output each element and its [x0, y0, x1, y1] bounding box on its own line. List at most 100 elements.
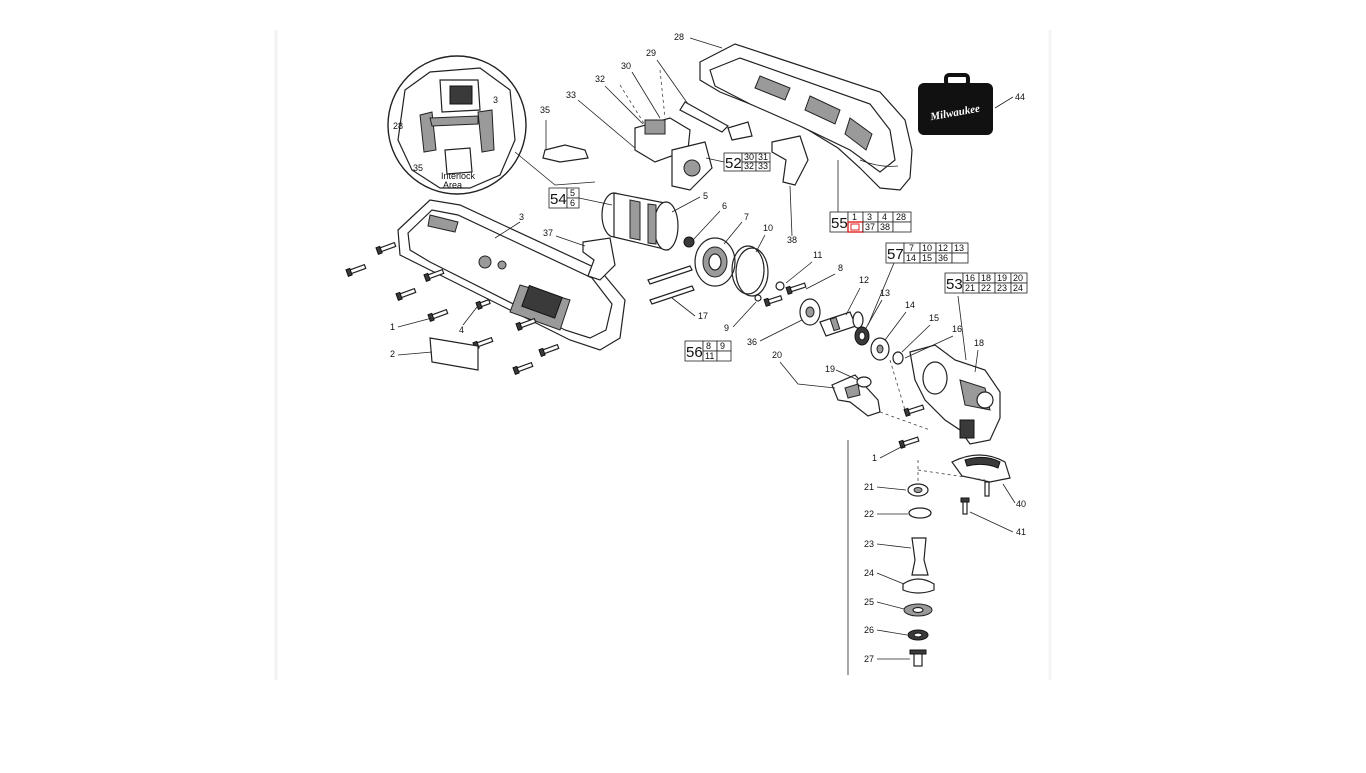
kit-56-cell: 8: [706, 341, 711, 351]
leader: [969, 511, 1014, 533]
leader: [705, 157, 725, 163]
kit-53-cell: 18: [981, 273, 991, 283]
callout-21: 21: [864, 482, 874, 492]
callout-1-right: 1: [872, 453, 877, 463]
leader: [631, 71, 661, 119]
leader: [494, 221, 521, 239]
leader: [578, 197, 613, 206]
kit-55-cell: 1: [852, 212, 857, 222]
fan-housing-part: [694, 237, 736, 287]
screws-and-washers: [754, 281, 807, 307]
leader: [789, 185, 793, 237]
kit-56-cell: 11: [705, 351, 714, 361]
kit-57-cell: 10: [922, 243, 932, 253]
bearing-part-13: [854, 326, 870, 346]
leader: [755, 234, 766, 253]
callout-13: 13: [880, 288, 890, 298]
inset-callout-3: 3: [493, 95, 498, 105]
kit-53-cell: 19: [997, 273, 1007, 283]
kit-56-id: 56: [686, 344, 703, 361]
o-rings-part: [731, 245, 769, 297]
leader: [604, 85, 644, 125]
kit-57-cell: 36: [938, 253, 948, 263]
leader: [876, 601, 905, 610]
kit-55-id: 55: [831, 215, 848, 232]
spindle-stack: [847, 440, 986, 675]
kit-55-cell: 28: [896, 212, 906, 222]
label-plate-part: [429, 337, 479, 371]
kit-57-id: 57: [887, 246, 904, 263]
leader: [845, 287, 861, 316]
inset-label-area: Area: [443, 180, 462, 190]
callout-19: 19: [825, 364, 835, 374]
kit-52-cell: 32: [744, 161, 754, 171]
kit-box-56: 56 8 9 11: [684, 340, 732, 362]
scan-edges: [274, 30, 1052, 680]
screws-left: [345, 241, 560, 375]
callout-29: 29: [646, 48, 656, 58]
leader: [876, 543, 912, 549]
kit-55-cell: 38: [880, 222, 890, 232]
leader: [671, 196, 701, 213]
leader: [577, 99, 636, 149]
callout-2: 2: [390, 349, 395, 359]
inset-pointer: [514, 151, 596, 186]
guard-part-40: [951, 454, 1011, 497]
kit-52-cell: 33: [758, 161, 768, 171]
kit-55-cell: 4: [882, 212, 887, 222]
callout-36: 36: [747, 337, 757, 347]
callout-22: 22: [864, 509, 874, 519]
callout-11: 11: [813, 250, 822, 260]
kit-57-cell: 7: [909, 243, 914, 253]
callout-5: 5: [703, 191, 708, 201]
gear-head-part: [909, 344, 1001, 445]
leader: [867, 262, 895, 326]
kit-box-52: 52 30 31 32 33: [723, 152, 771, 172]
leader: [835, 369, 859, 381]
callout-8: 8: [838, 263, 843, 273]
left-housing-part: [397, 199, 626, 351]
callout-33: 33: [566, 90, 576, 100]
leader: [397, 351, 433, 356]
callout-38: 38: [787, 235, 797, 245]
leader: [759, 319, 803, 342]
leader: [1002, 483, 1016, 504]
kit-54-id: 54: [550, 191, 567, 208]
callout-27: 27: [864, 654, 874, 664]
kit-57-cell: 12: [938, 243, 948, 253]
leader: [723, 221, 743, 245]
callout-24: 24: [864, 568, 874, 578]
kit-53-cell: 21: [965, 283, 975, 293]
carrying-case: Milwaukee: [918, 73, 993, 135]
callout-18: 18: [974, 338, 984, 348]
callout-15: 15: [929, 313, 939, 323]
kit-54-cell: 5: [570, 188, 575, 198]
leader: [785, 261, 813, 284]
callout-7: 7: [744, 212, 749, 222]
kit-53-cell: 23: [997, 283, 1007, 293]
callout-20: 20: [772, 350, 782, 360]
leader: [692, 210, 721, 241]
ring-part-15: [892, 351, 904, 365]
leader: [994, 96, 1014, 109]
kit-57-cell: 13: [954, 243, 964, 253]
callout-9: 9: [724, 323, 729, 333]
switch-clip-part: [542, 120, 589, 163]
leader: [876, 572, 905, 585]
callout-41: 41: [1016, 527, 1026, 537]
leader: [901, 324, 931, 353]
leader: [876, 629, 908, 636]
callout-26: 26: [864, 625, 874, 635]
kit-53-cell: 22: [981, 283, 991, 293]
leader: [671, 297, 696, 317]
callout-1-left: 1: [390, 322, 395, 332]
callout-30: 30: [621, 61, 631, 71]
leader: [656, 59, 689, 105]
kit-52-cell: 30: [744, 152, 754, 162]
motor-part: [601, 192, 695, 251]
kit-57-cell: 14: [906, 253, 916, 263]
kit-box-55: 55 1 3 4 28 37 38: [829, 211, 912, 233]
kit-box-57: 57 7 10 12 13 14 15 36: [885, 242, 969, 264]
bearing-part-36: [799, 298, 821, 326]
